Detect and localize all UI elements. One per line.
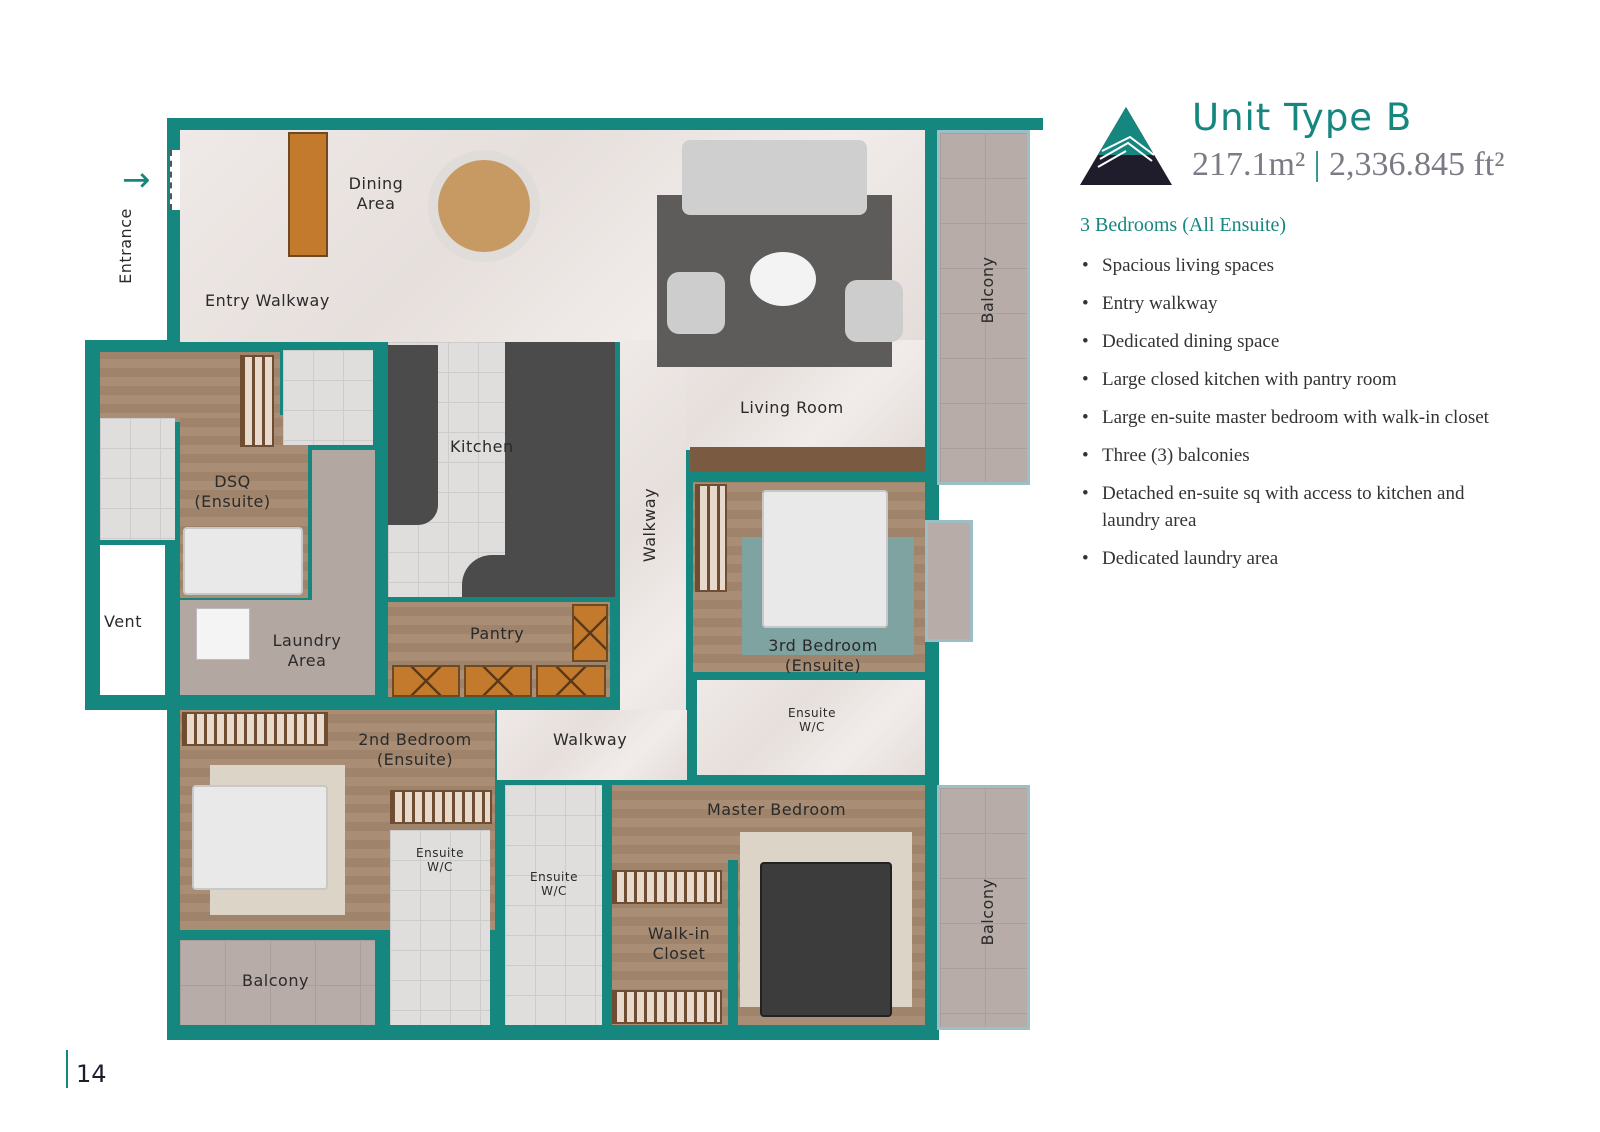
dining-table bbox=[438, 160, 530, 252]
label-ensuite: Ensuite W/C bbox=[788, 706, 836, 734]
label-balcony: Balcony bbox=[978, 878, 997, 946]
second-bedroom-closet bbox=[182, 712, 328, 746]
label-second-bedroom: 2nd Bedroom (Ensuite) bbox=[358, 730, 472, 769]
laundry-corridor bbox=[312, 450, 375, 600]
pantry-cabinet bbox=[536, 665, 606, 697]
logo-icon bbox=[1080, 107, 1172, 191]
feature-item: Large closed kitchen with pantry room bbox=[1080, 366, 1500, 393]
unit-title: Unit Type B bbox=[1192, 96, 1413, 139]
feature-item: Spacious living spaces bbox=[1080, 252, 1500, 279]
tv-console bbox=[690, 447, 925, 472]
feature-item: Three (3) balconies bbox=[1080, 442, 1500, 469]
area-separator: | bbox=[1313, 146, 1321, 183]
walk-in-closet-rack bbox=[612, 990, 722, 1024]
label-kitchen: Kitchen bbox=[450, 437, 514, 456]
label-entrance: Entrance bbox=[116, 208, 135, 284]
page-number: 14 bbox=[76, 1060, 107, 1088]
second-bedroom-closet bbox=[390, 790, 492, 824]
bay-window bbox=[925, 520, 973, 642]
coffee-table bbox=[750, 252, 816, 306]
pantry-cabinet bbox=[392, 665, 460, 697]
sofa bbox=[682, 140, 867, 215]
lower-walkway-area bbox=[497, 710, 687, 780]
dsq-bathroom bbox=[100, 418, 175, 540]
label-vent: Vent bbox=[104, 612, 142, 631]
area-ft2: 2,336.845 ft² bbox=[1328, 146, 1505, 183]
label-walk-in-closet: Walk-in Closet bbox=[647, 924, 711, 963]
unit-area: 217.1m² | 2,336.845 ft² bbox=[1192, 146, 1504, 184]
area-m2: 217.1m² bbox=[1192, 146, 1306, 183]
kitchen-counter bbox=[505, 342, 615, 597]
balcony-bottom-right bbox=[937, 785, 1030, 1030]
walkway-area bbox=[620, 340, 686, 780]
dining-cabinet bbox=[288, 132, 328, 257]
label-ensuite: Ensuite W/C bbox=[416, 846, 464, 874]
entrance-door[interactable] bbox=[170, 150, 180, 210]
feature-item: Dedicated laundry area bbox=[1080, 545, 1500, 572]
label-dsq: DSQ (Ensuite) bbox=[194, 472, 271, 511]
bathroom bbox=[283, 350, 373, 445]
label-balcony: Balcony bbox=[242, 971, 309, 990]
label-ensuite: Ensuite W/C bbox=[530, 870, 578, 898]
feature-list: Spacious living spaces Entry walkway Ded… bbox=[1080, 252, 1500, 583]
pantry-cabinet bbox=[572, 604, 608, 662]
master-bed bbox=[760, 862, 892, 1017]
pantry-cabinet bbox=[464, 665, 532, 697]
kitchen-counter bbox=[388, 345, 438, 525]
feature-item: Large en-suite master bedroom with walk-… bbox=[1080, 404, 1500, 431]
master-ensuite bbox=[505, 785, 602, 1025]
label-laundry: Laundry Area bbox=[272, 631, 342, 670]
label-dining: Dining Area bbox=[348, 174, 404, 213]
washing-machine bbox=[196, 608, 250, 660]
dsq-bed bbox=[183, 527, 303, 595]
label-entry-walkway: Entry Walkway bbox=[205, 291, 330, 310]
third-bedroom-bed bbox=[762, 490, 888, 628]
armchair bbox=[667, 272, 725, 334]
balcony-top-right bbox=[937, 130, 1030, 485]
balcony-bottom-left bbox=[180, 940, 375, 1025]
vent bbox=[100, 545, 165, 695]
entrance-arrow-icon: → bbox=[122, 160, 151, 200]
label-pantry: Pantry bbox=[470, 624, 525, 643]
wall bbox=[728, 860, 738, 1025]
walk-in-closet-rack bbox=[612, 870, 722, 904]
armchair bbox=[845, 280, 903, 342]
label-living-room: Living Room bbox=[740, 398, 844, 417]
label-master-bedroom: Master Bedroom bbox=[707, 800, 847, 819]
feature-item: Entry walkway bbox=[1080, 290, 1500, 317]
feature-item: Detached en-suite sq with access to kitc… bbox=[1080, 480, 1500, 534]
page-number-rule bbox=[66, 1050, 68, 1088]
second-ensuite bbox=[390, 830, 490, 1025]
bedroom-summary: 3 Bedrooms (All Ensuite) bbox=[1080, 214, 1287, 236]
label-balcony: Balcony bbox=[978, 256, 997, 324]
label-third-bedroom: 3rd Bedroom (Ensuite) bbox=[768, 636, 878, 675]
feature-item: Dedicated dining space bbox=[1080, 328, 1500, 355]
label-walkway-lower: Walkway bbox=[553, 730, 628, 749]
label-walkway: Walkway bbox=[640, 487, 659, 563]
second-bedroom-bed bbox=[192, 785, 328, 890]
kitchen-counter bbox=[462, 555, 612, 597]
third-ensuite bbox=[697, 680, 925, 775]
third-bedroom-closet bbox=[695, 484, 727, 592]
dsq-closet bbox=[240, 355, 274, 447]
